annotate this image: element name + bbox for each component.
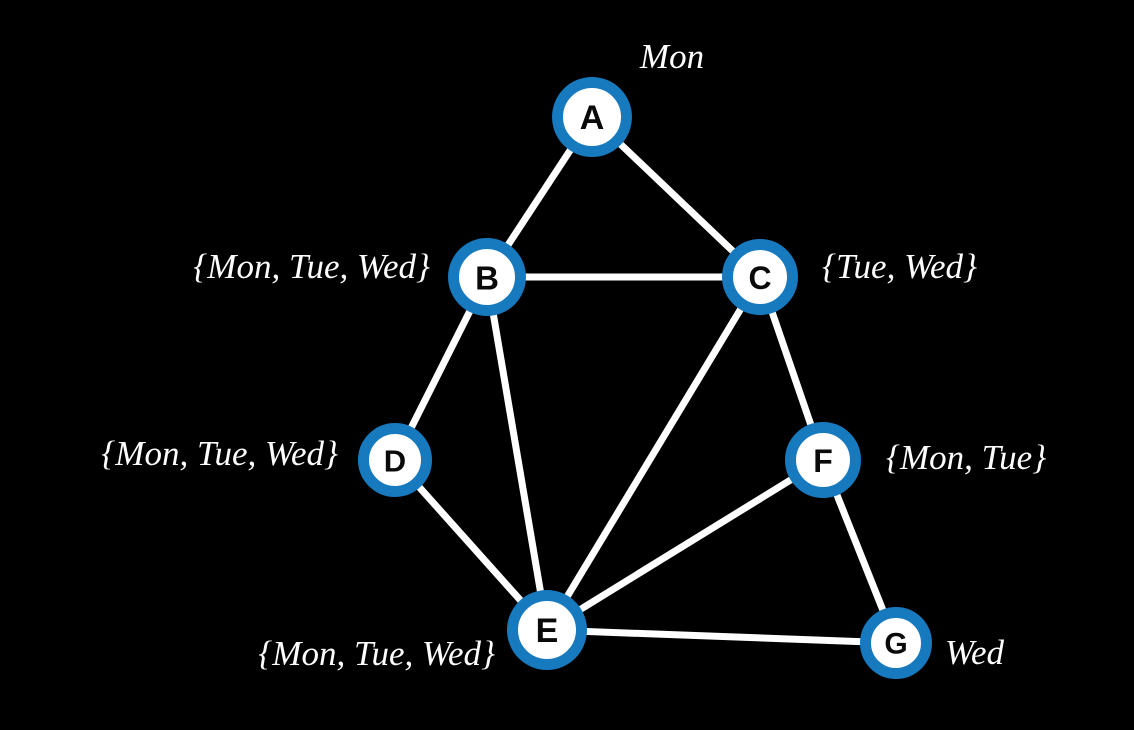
edges-layer [391, 113, 900, 647]
node-circle-f [785, 422, 861, 498]
domain-label-a: Mon [639, 37, 704, 76]
node-g[interactable]: G [860, 607, 932, 679]
domain-label-g: Wed [945, 633, 1004, 672]
edge-c-e [543, 273, 764, 634]
domain-label-d: {Mon, Tue, Wed} [101, 434, 338, 473]
node-letter-d: D [384, 444, 406, 479]
nodes-layer: A B C D E F G [358, 77, 932, 679]
node-d[interactable]: D [358, 423, 432, 497]
node-circle-a [552, 77, 632, 157]
domain-label-b: {Mon, Tue, Wed} [193, 247, 430, 286]
domain-label-c: {Tue, Wed} [822, 247, 977, 286]
node-c[interactable]: C [722, 239, 798, 315]
node-a[interactable]: A [552, 77, 632, 157]
domain-label-e: {Mon, Tue, Wed} [258, 634, 495, 673]
domain-label-f: {Mon, Tue} [886, 438, 1046, 477]
node-circle-b [448, 238, 526, 316]
node-letter-a: A [580, 99, 605, 137]
labels-layer: Mon {Mon, Tue, Wed} {Tue, Wed} {Mon, Tue, W… [101, 37, 1046, 673]
node-f[interactable]: F [785, 422, 861, 498]
edge-b-e [483, 273, 551, 634]
node-letter-b: B [475, 260, 499, 297]
node-circle-d [358, 423, 432, 497]
edge-e-f [543, 456, 827, 634]
node-letter-c: C [748, 260, 771, 296]
node-letter-g: G [884, 628, 907, 661]
node-letter-f: F [813, 443, 833, 479]
node-circle-e [507, 590, 587, 670]
node-e[interactable]: E [507, 590, 587, 670]
edge-e-g [543, 626, 900, 647]
node-circle-g [860, 607, 932, 679]
node-b[interactable]: B [448, 238, 526, 316]
node-circle-c [722, 239, 798, 315]
node-letter-e: E [536, 612, 559, 650]
